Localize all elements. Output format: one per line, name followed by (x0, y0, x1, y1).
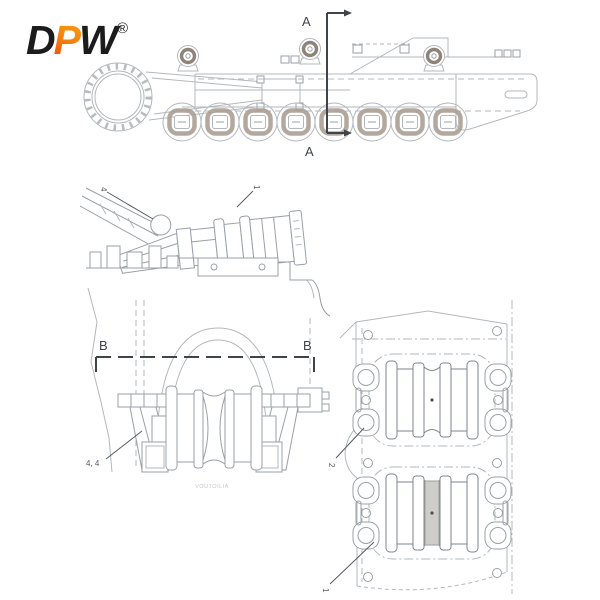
callout-1-label: 1 (252, 185, 261, 190)
registered-mark-icon: ® (117, 20, 128, 37)
mounting-lug-left (352, 363, 380, 437)
callout-4-4-label: 4, 4 (86, 459, 100, 468)
section-label-b-left: B (99, 338, 108, 353)
dpw-logo: DPW ® (26, 17, 128, 63)
callout-pin: 4 (99, 187, 154, 220)
logo-letter-d: D (26, 17, 55, 63)
side-view-drawing: A A (83, 9, 538, 159)
section-label-a-top: A (302, 14, 311, 29)
bolt-hole-icon (363, 330, 373, 340)
bolt-hole-icon (492, 326, 502, 336)
callout-1-label: 1 (321, 588, 330, 593)
pin-boss-icon (150, 214, 172, 236)
roller-front-view (117, 385, 311, 473)
carrier-roller-icon (421, 43, 447, 73)
frame-plate (339, 300, 513, 594)
track-roller-icon (239, 103, 277, 141)
callout-frame-plan: 2 (327, 427, 365, 468)
track-roller-icon (315, 103, 353, 141)
track-roller-top-view-upper (352, 353, 512, 447)
track-roller-icon (277, 103, 315, 141)
callout-roller-plan: 1 (321, 541, 375, 593)
arrow-right-icon (344, 129, 352, 137)
idler-wheel-icon (83, 62, 153, 132)
callout-roller-section: 1 (236, 185, 261, 208)
logo-letter-p: P (54, 17, 82, 63)
support-arm (79, 187, 165, 247)
logo-letter-w: W (79, 17, 121, 63)
plan-view-drawing: 2 1 (321, 300, 513, 594)
logo-text: DPW (26, 17, 121, 63)
bolt-hole-icon (363, 572, 373, 582)
arrow-right-icon (344, 9, 352, 17)
bolt-hole-icon (363, 458, 373, 468)
section-label-b-right: B (303, 338, 312, 353)
section-b-drawing: 4 1 (79, 185, 331, 490)
section-line-a: A A (302, 9, 352, 159)
track-roller-icon (201, 103, 239, 141)
track-roller-icon (429, 103, 467, 141)
section-label-a-bottom: A (305, 144, 314, 159)
bolt-hole-icon (492, 458, 502, 468)
watermark-text: VOUTOILIA (195, 484, 229, 490)
carrier-roller-icon (175, 43, 201, 73)
section-line-b: B B (95, 338, 315, 372)
callout-4-label: 4 (99, 187, 108, 192)
callout-2-label: 2 (327, 463, 336, 468)
track-roller-icon (353, 103, 391, 141)
callout-bolts: 4, 4 (86, 430, 143, 468)
bolt-hole-icon (492, 568, 502, 578)
frame-cross-section (86, 245, 331, 473)
track-roller-icon (163, 103, 201, 141)
track-roller-icon (391, 103, 429, 141)
track-roller-top-view-lower (352, 466, 512, 560)
carrier-roller-icon (297, 36, 323, 66)
